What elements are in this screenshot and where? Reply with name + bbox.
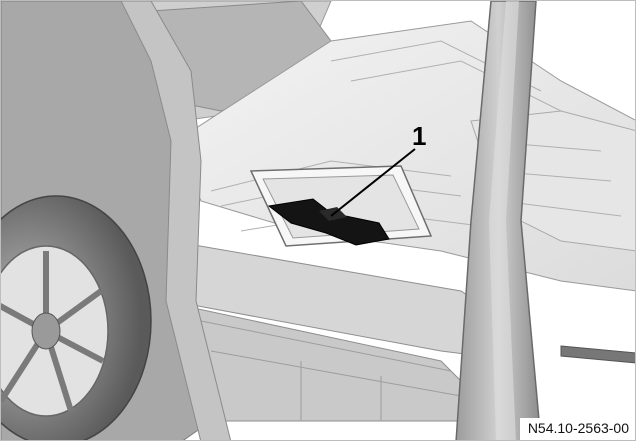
callout-label-1: 1 bbox=[412, 121, 427, 151]
callout-leader-line bbox=[330, 148, 416, 217]
component-1 bbox=[267, 198, 390, 246]
figure-reference-code: N54.10-2563-00 bbox=[519, 418, 635, 440]
rear-rail bbox=[560, 345, 635, 364]
